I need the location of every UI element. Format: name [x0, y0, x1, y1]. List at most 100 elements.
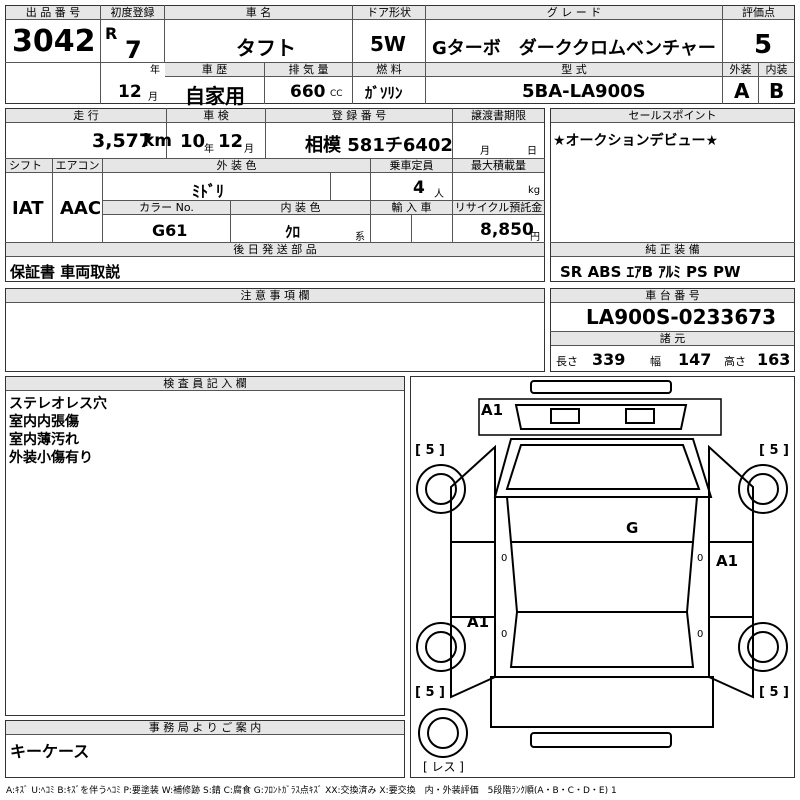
damage-mark: A1	[716, 552, 739, 570]
color-no-value: G61	[152, 221, 188, 240]
sales-point-header: セールスポイント	[551, 109, 794, 123]
specs-header: 諸 元	[551, 332, 794, 346]
recycle-value: 8,850	[480, 220, 534, 240]
first-reg-month: 12	[118, 82, 142, 102]
import-header: 輸 入 車	[371, 201, 452, 215]
interior-value: B	[769, 79, 785, 103]
damage-mark: A1	[481, 401, 504, 419]
int-color-suffix: 系	[355, 232, 365, 243]
interior-header: 内装	[759, 63, 794, 77]
fuel-value: ｶﾞｿﾘﾝ	[365, 84, 403, 102]
grade: Gターボ ダーククロムベンチャー	[432, 38, 716, 59]
displacement-header: 排 気 量	[265, 63, 352, 77]
registration-number: 相模 581チ6402	[305, 135, 453, 156]
car-diagram: A1 G A1 A1 [ 5 ] [ 5 ] [ 5 ] [ 5 ] [ レス …	[410, 376, 795, 778]
int-color-header: 内 装 色	[231, 201, 370, 215]
spare-tire-label: [ レス ]	[423, 760, 464, 774]
inspection-year: 10	[180, 131, 206, 152]
int-color-value: ｸﾛ	[285, 223, 301, 241]
genuine-header: 純 正 装 備	[551, 243, 794, 257]
inspector-note: 外装小傷有り	[9, 450, 93, 466]
model-value: 5BA-LA900S	[522, 81, 646, 102]
grade-header: グ レ ー ド	[426, 6, 722, 20]
lot-no-header: 出 品 番 号	[6, 6, 100, 20]
lot-number: 3042	[12, 24, 96, 59]
legend-text: A:ｷｽﾞ U:ﾍｺﾐ B:ｷｽﾞを伴うﾍｺﾐ P:要塗装 W:補修跡 S:錆 …	[6, 786, 617, 796]
door-zero: 0	[501, 629, 508, 640]
tire-rating: [ 5 ]	[415, 685, 445, 700]
width-value: 147	[678, 350, 712, 369]
history-value: 自家用	[185, 84, 245, 108]
inspector-header: 検 査 員 記 入 欄	[6, 377, 404, 391]
shift-value: IAT	[12, 198, 44, 219]
height-label: 高さ	[724, 355, 746, 368]
aircon-header: エアコン	[53, 159, 102, 173]
capacity-unit: 人	[434, 189, 444, 200]
transfer-header: 譲渡書期限	[453, 109, 544, 123]
aircon-value: AAC	[60, 198, 102, 219]
car-name: タフト	[236, 36, 296, 60]
recycle-header: リサイクル預託金	[453, 201, 544, 215]
inspector-notes: ステレオレス穴 室内内張傷 室内薄汚れ 外装小傷有り	[9, 395, 107, 467]
month-unit: 月	[148, 92, 158, 103]
office-header: 事 務 局 よ り ご 案 内	[6, 721, 404, 735]
capacity-value: 4	[413, 178, 425, 198]
max-load-unit: kg	[528, 185, 541, 196]
chassis-header: 車 台 番 号	[551, 289, 794, 303]
later-parts-header: 後 日 発 送 部 品	[6, 243, 544, 257]
door-header: ドア形状	[353, 6, 425, 20]
tire-rating: [ 5 ]	[759, 685, 789, 700]
year-unit: 年	[150, 65, 160, 76]
score: 5	[754, 30, 773, 60]
length-label: 長さ	[556, 355, 578, 368]
chassis-number: LA900S-0233673	[586, 305, 777, 329]
history-header: 車 歴	[165, 63, 264, 77]
capacity-header: 乗車定員	[371, 159, 452, 173]
transfer-day: 日	[527, 146, 537, 157]
shift-header: シフト	[6, 159, 52, 173]
height-value: 163	[757, 350, 791, 369]
max-load-header: 最大積載量	[453, 159, 544, 173]
inspection-header: 車 検	[167, 109, 265, 123]
notes-header: 注 意 事 項 欄	[6, 289, 544, 303]
first-reg-header: 初度登録	[101, 6, 164, 20]
transfer-month: 月	[480, 146, 490, 157]
door-zero: 0	[501, 553, 508, 564]
recycle-unit: 円	[530, 232, 540, 243]
header-block	[5, 5, 795, 104]
later-parts-value: 保証書 車両取説	[10, 263, 121, 281]
displacement-value: 660	[290, 82, 326, 102]
inspection-month-unit: 月	[244, 144, 254, 155]
era: R	[105, 24, 118, 43]
exterior-header: 外装	[723, 63, 758, 77]
ext-color-header: 外 装 色	[103, 159, 370, 173]
tire-rating: [ 5 ]	[759, 443, 789, 458]
mileage-header: 走 行	[6, 109, 166, 123]
genuine-equipment: SR ABS ｴｱB ｱﾙﾐ PS PW	[560, 263, 741, 281]
door-zero: 0	[697, 629, 704, 640]
model-header: 型 式	[426, 63, 722, 77]
office-value: キーケース	[10, 742, 90, 761]
inspector-note: 室内内張傷	[9, 414, 79, 430]
door-zero: 0	[697, 553, 704, 564]
mileage-unit: km	[143, 131, 173, 151]
door-type: 5W	[370, 32, 406, 56]
color-no-header: カラー No.	[103, 201, 230, 215]
first-reg-year: 7	[125, 36, 142, 64]
damage-mark: A1	[467, 613, 490, 631]
width-label: 幅	[650, 355, 661, 368]
reg-no-header: 登 録 番 号	[266, 109, 452, 123]
inspection-year-unit: 年	[204, 144, 214, 155]
damage-mark: G	[626, 519, 639, 537]
inspection-month: 12	[218, 131, 244, 152]
length-value: 339	[592, 350, 626, 369]
inspector-note: ステレオレス穴	[9, 396, 107, 412]
sales-point-value: ★オークションデビュー★	[553, 133, 719, 149]
tire-rating: [ 5 ]	[415, 443, 445, 458]
car-name-header: 車 名	[165, 6, 352, 20]
score-header: 評価点	[723, 6, 794, 20]
inspector-block	[5, 376, 405, 716]
exterior-value: A	[734, 79, 750, 103]
cc-unit: CC	[330, 89, 343, 99]
mileage-value: 3,577	[92, 130, 153, 152]
